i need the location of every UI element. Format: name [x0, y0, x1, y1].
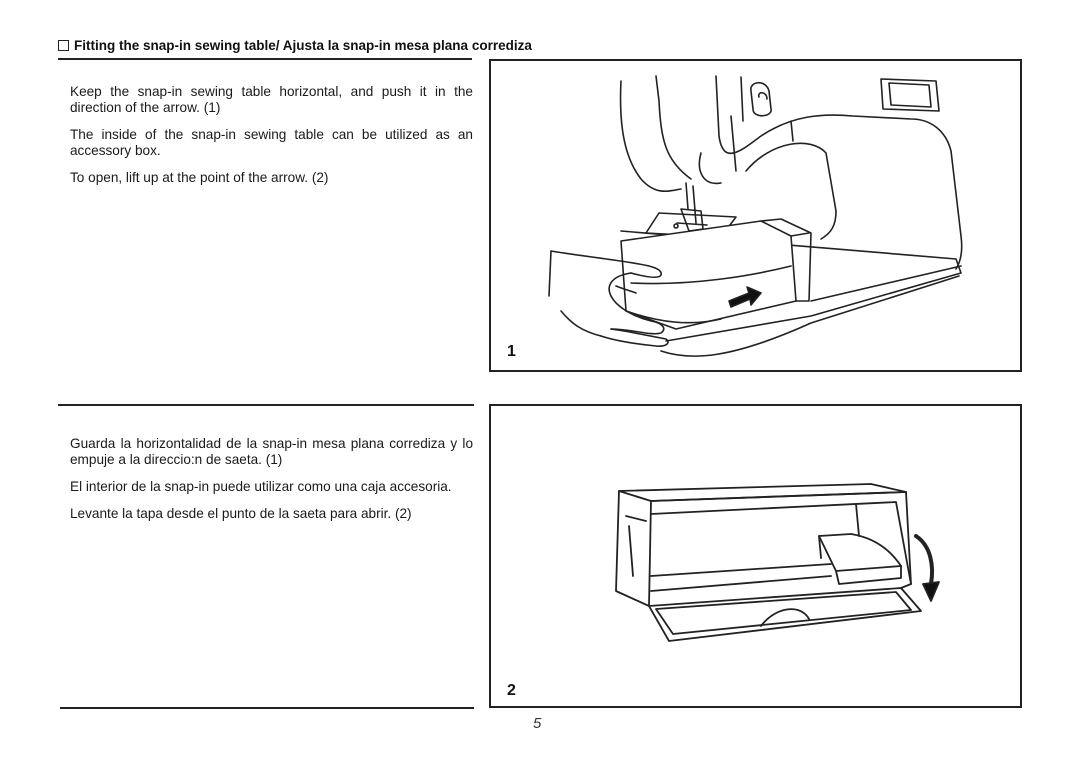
english-instructions: Keep the snap-in sewing table horizontal… [70, 84, 473, 197]
page-number: 5 [533, 715, 542, 732]
section-heading: Fitting the snap-in sewing table/ Ajusta… [58, 38, 532, 53]
figure-1: 1 [489, 59, 1022, 372]
spanish-paragraph-3: Levante la tapa desde el punto de la sae… [70, 506, 412, 521]
english-paragraph-2: The inside of the snap-in sewing table c… [70, 127, 473, 158]
spanish-paragraph-2: El interior de la snap-in puede utilizar… [70, 479, 452, 494]
middle-rule [58, 404, 474, 406]
spanish-instructions: Guarda la horizontalidad de la snap-in m… [70, 436, 473, 533]
spanish-paragraph-1: Guarda la horizontalidad de la snap-in m… [70, 436, 473, 467]
figure-2: 2 [489, 404, 1022, 708]
top-rule [58, 58, 472, 60]
checkbox-icon [58, 40, 69, 51]
bottom-rule [60, 707, 474, 709]
english-paragraph-1: Keep the snap-in sewing table horizontal… [70, 84, 473, 115]
accessory-box-open-illustration [615, 483, 940, 642]
figure-2-number: 2 [507, 682, 516, 699]
english-paragraph-3: To open, lift up at the point of the arr… [70, 170, 329, 185]
section-title: Fitting the snap-in sewing table/ Ajusta… [74, 38, 532, 53]
sewing-machine-with-table-illustration [548, 75, 963, 357]
figure-1-number: 1 [507, 343, 516, 360]
